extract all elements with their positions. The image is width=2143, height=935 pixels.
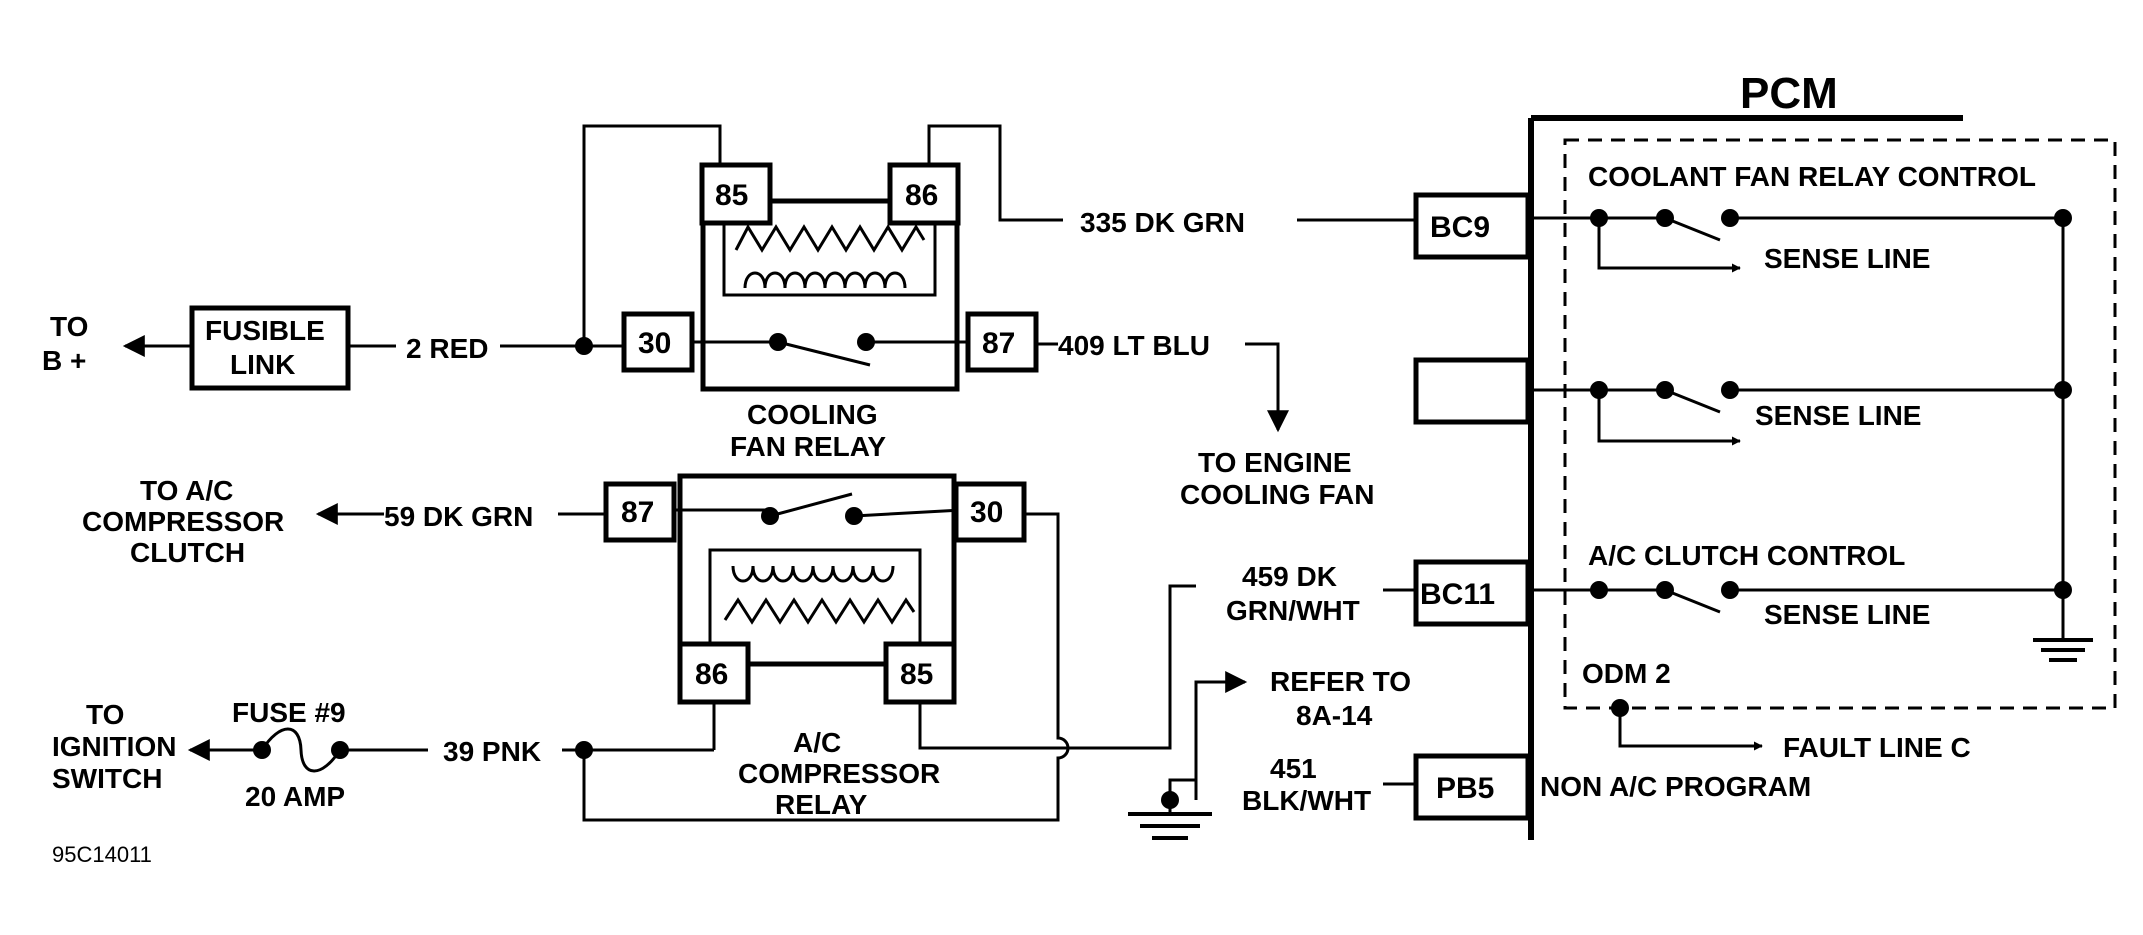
- wire-59-label: 59 DK GRN: [384, 501, 533, 532]
- to-b-line1: TO: [50, 311, 88, 342]
- wire-459-line1: 459 DK: [1242, 561, 1337, 592]
- pcm-title: PCM: [1740, 69, 1838, 118]
- wire-39-label: 39 PNK: [443, 736, 541, 767]
- wire-335-label: 335 DK GRN: [1080, 207, 1245, 238]
- fuse-icon: [260, 727, 342, 773]
- bc11-label: BC11: [1420, 578, 1495, 611]
- acr-label-line3: RELAY: [775, 789, 868, 820]
- acr-pin-85: 85: [900, 658, 933, 691]
- non-ac-program-label: NON A/C PROGRAM: [1540, 771, 1811, 802]
- fusible-link-line1: FUSIBLE: [205, 315, 325, 346]
- acr-pin-86: 86: [695, 658, 728, 691]
- figure-code: 95C14011: [52, 842, 152, 867]
- ac-clutch-line3: CLUTCH: [130, 537, 245, 568]
- coolant-fan-relay-control-label: COOLANT FAN RELAY CONTROL: [1588, 161, 2036, 192]
- ac-relay-wiring: 59 DK GRN TO A/C COMPRESSOR CLUTCH 39 PN…: [52, 475, 1416, 840]
- refer-line2: 8A-14: [1296, 700, 1373, 731]
- wire-459-line2: GRN/WHT: [1226, 595, 1360, 626]
- connector-pb5: PB5: [1413, 753, 1531, 821]
- connector-bc11: BC11: [1413, 559, 1531, 627]
- wire-409-label: 409 LT BLU: [1058, 330, 1210, 361]
- connector-bc9: BC9: [1413, 192, 1531, 260]
- fusible-link: FUSIBLE LINK TO B +: [42, 305, 351, 391]
- pcm-driver-box: [1563, 138, 2117, 710]
- ac-clutch-line1: TO A/C: [140, 475, 233, 506]
- cooling-fan-relay-wiring: 335 DK GRN 2 RED 409 LT BLU TO ENGINE CO…: [348, 124, 1416, 510]
- cfr-pin-86: 86: [905, 179, 938, 212]
- acr-label-line2: COMPRESSOR: [738, 758, 940, 789]
- fault-line-label: FAULT LINE C: [1783, 732, 1971, 763]
- pb5-label: PB5: [1436, 772, 1494, 805]
- pcm-module: PCM COOLANT FAN RELAY CONTROL A/C CLUTCH…: [1528, 69, 2117, 840]
- bc9-label: BC9: [1430, 211, 1490, 244]
- engine-fan-line1: TO ENGINE: [1198, 447, 1352, 478]
- ignition-line3: SWITCH: [52, 763, 162, 794]
- engine-fan-line2: COOLING FAN: [1180, 479, 1374, 510]
- wire-451-line2: BLK/WHT: [1242, 785, 1371, 816]
- cfr-label-line2: FAN RELAY: [730, 431, 886, 462]
- ac-compressor-relay: 87 30 86 85 A/C COMPRESSOR RELAY: [603, 473, 1027, 820]
- odm-label: ODM 2: [1582, 658, 1671, 689]
- sense-line-2-label: SENSE LINE: [1755, 400, 1921, 431]
- cfr-pin-87: 87: [982, 327, 1015, 360]
- acr-label-line1: A/C: [793, 727, 841, 758]
- to-b-line2: B +: [42, 345, 86, 376]
- refer-line1: REFER TO: [1270, 666, 1411, 697]
- connector-blank: [1413, 357, 1531, 425]
- cfr-label-line1: COOLING: [747, 399, 878, 430]
- cooling-fan-relay: 85 86 30 87 COOLING FAN RELAY: [621, 162, 1039, 462]
- wire-451-line1: 451: [1270, 753, 1317, 784]
- cfr-pin-30: 30: [638, 327, 671, 360]
- pcm-internal-switches: SENSE LINE SENSE LINE SENSE LINE FAULT L…: [1531, 209, 2093, 763]
- fuse-name: FUSE #9: [232, 697, 346, 728]
- ac-clutch-control-label: A/C CLUTCH CONTROL: [1588, 540, 1905, 571]
- sense-line-1-label: SENSE LINE: [1764, 243, 1930, 274]
- wire-2-label: 2 RED: [406, 333, 488, 364]
- ignition-line1: TO: [86, 699, 124, 730]
- sense-line-3-label: SENSE LINE: [1764, 599, 1930, 630]
- cfr-pin-85: 85: [715, 179, 748, 212]
- acr-pin-30: 30: [970, 496, 1003, 529]
- ignition-line2: IGNITION: [52, 731, 176, 762]
- ac-clutch-line2: COMPRESSOR: [82, 506, 284, 537]
- fusible-link-line2: LINK: [230, 349, 295, 380]
- fuse-rating: 20 AMP: [245, 781, 345, 812]
- acr-pin-87: 87: [621, 496, 654, 529]
